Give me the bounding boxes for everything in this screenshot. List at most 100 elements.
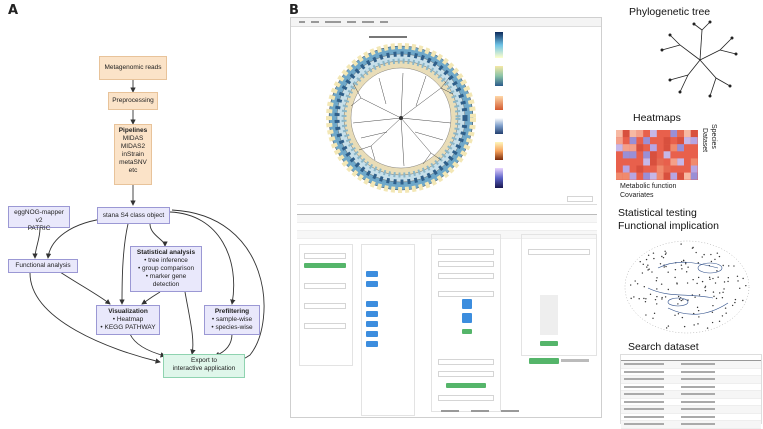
table-row[interactable] (621, 391, 761, 399)
network-node (698, 294, 701, 296)
network-node (727, 277, 730, 279)
prefilter-item: • species-wise (211, 324, 253, 331)
dataset-panel (299, 244, 353, 366)
table-row[interactable] (621, 361, 761, 369)
network-node (717, 276, 719, 278)
option-field[interactable] (528, 249, 590, 255)
options-panel (361, 244, 415, 416)
arrow-functional-to-visualization (59, 271, 111, 305)
option-field[interactable] (438, 395, 494, 401)
legend-colorbar (495, 96, 503, 110)
dataset-select[interactable] (304, 253, 346, 259)
export-button[interactable] (529, 358, 559, 364)
load-button[interactable] (304, 263, 346, 268)
visualization-title: Visualization (108, 308, 148, 315)
option-button[interactable] (366, 341, 378, 347)
option-button[interactable] (366, 311, 378, 317)
network-node (718, 320, 721, 323)
legend-colorbar (495, 168, 503, 188)
option-button[interactable] (366, 271, 378, 277)
heatmap-cell (629, 144, 637, 152)
arrow-stana-to-visualization (119, 223, 129, 305)
heatmap-cell (643, 151, 650, 159)
app-navbar (291, 18, 601, 27)
network-node (661, 298, 663, 300)
network-node (683, 325, 686, 328)
network-node (685, 263, 687, 265)
option-button[interactable] (366, 301, 378, 307)
network-node (656, 303, 658, 305)
network-node (651, 271, 653, 273)
network-node (692, 312, 695, 315)
heatmap-cell (636, 165, 644, 173)
footer-link[interactable] (501, 410, 519, 412)
network-node (742, 299, 744, 302)
option-toggle[interactable] (462, 299, 472, 309)
nav-item[interactable] (362, 21, 374, 23)
network-node (680, 243, 682, 245)
option-field[interactable] (438, 273, 494, 279)
nav-item[interactable] (380, 21, 388, 23)
nav-item[interactable] (347, 21, 356, 23)
preprocessing-node: Preprocessing (108, 92, 158, 110)
network-node (724, 307, 727, 309)
table-row[interactable] (621, 406, 761, 414)
table-row[interactable] (297, 231, 597, 239)
table-row[interactable] (621, 398, 761, 406)
heatmap-cell (650, 130, 657, 138)
network-node (697, 309, 700, 312)
table-row[interactable] (621, 383, 761, 391)
heatmap-cell (677, 172, 684, 180)
pipelines-title: Pipelines (118, 127, 148, 134)
network-node (687, 266, 689, 268)
table-row[interactable] (621, 368, 761, 376)
network-node (677, 313, 680, 315)
network-node (708, 276, 711, 279)
footer-link[interactable] (471, 410, 489, 412)
network-node (664, 250, 666, 253)
network-node (630, 297, 632, 300)
network-node (667, 288, 670, 291)
table-row[interactable] (297, 223, 597, 231)
network-node (677, 303, 679, 305)
option-field[interactable] (438, 371, 494, 377)
network-node (661, 296, 663, 299)
option-field[interactable] (438, 261, 494, 267)
network-node (648, 268, 650, 270)
option-field[interactable] (438, 249, 494, 255)
samples-input[interactable] (304, 303, 346, 309)
option-toggle[interactable] (462, 313, 472, 323)
option-button[interactable] (366, 281, 378, 287)
phylogenetic-tree-thumbnail (660, 20, 738, 98)
heatmap-cell (629, 130, 637, 138)
network-node (681, 316, 684, 319)
run-button[interactable] (446, 383, 486, 388)
network-node (721, 315, 724, 317)
heatmap-cell (616, 137, 623, 145)
network-node (646, 266, 648, 268)
table-row[interactable] (621, 413, 761, 421)
plot-button[interactable] (540, 341, 558, 346)
apply-button[interactable] (462, 329, 472, 334)
nav-item[interactable] (299, 21, 305, 23)
footer-link[interactable] (441, 410, 459, 412)
heatmap-cell (622, 165, 630, 173)
option-button[interactable] (366, 331, 378, 337)
heatmap-cell (677, 137, 684, 145)
species-select[interactable] (304, 283, 346, 289)
clusters-input[interactable] (304, 323, 346, 329)
table-row[interactable] (621, 376, 761, 384)
table-row[interactable] (297, 215, 597, 223)
network-node (680, 299, 682, 302)
heatmap-cell (677, 130, 684, 138)
option-list[interactable] (540, 295, 558, 335)
nav-item[interactable] (325, 21, 341, 23)
nav-item[interactable] (311, 21, 319, 23)
option-field[interactable] (438, 291, 494, 297)
table-header (297, 208, 597, 215)
table-search-input[interactable] (567, 196, 593, 202)
option-field[interactable] (438, 359, 494, 365)
network-node (647, 269, 649, 271)
option-button[interactable] (366, 321, 378, 327)
network-node (683, 260, 685, 262)
